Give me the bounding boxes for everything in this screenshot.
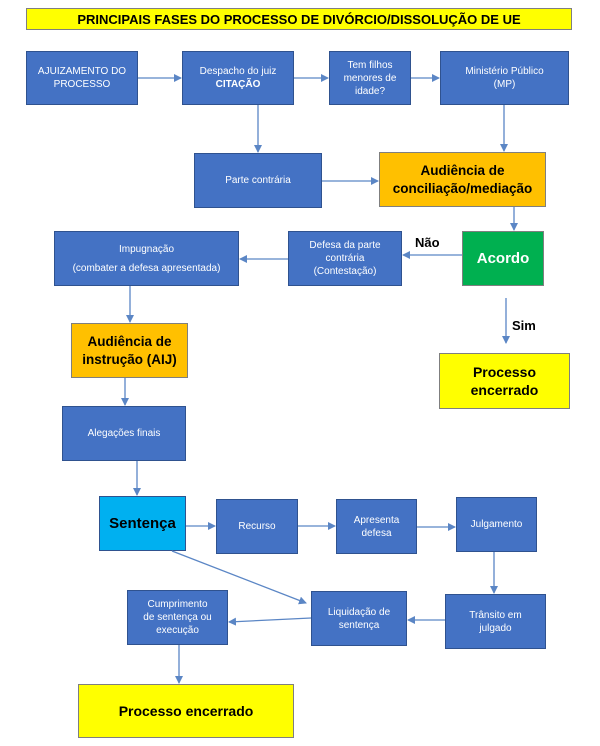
node-acordo: Acordo (462, 231, 544, 286)
node-apresenta-defesa-line1: Apresenta (353, 514, 400, 526)
node-liquidacao-line1: Liquidação de (327, 606, 391, 618)
node-defesa-line2: contrária (325, 253, 365, 264)
node-alegacoes-line1: Alegações finais (87, 428, 161, 439)
node-audiencia-conciliacao: Audiência de conciliação/mediação (379, 152, 546, 207)
node-mp-line2: (MP) (493, 79, 516, 90)
node-processo-encerrado-1: Processo encerrado (439, 353, 570, 409)
node-apresenta-defesa-line2: defesa (361, 527, 392, 539)
node-defesa: Defesa da parte contrária (Contestação) (288, 231, 402, 286)
node-sentenca-line1: Sentença (109, 514, 176, 532)
node-acordo-line1: Acordo (476, 249, 530, 267)
node-audiencia-conciliacao-line2: conciliação/mediação (392, 180, 533, 196)
node-audiencia-conciliacao-line1: Audiência de (420, 162, 505, 178)
node-ajuizamento-line2: PROCESSO (53, 79, 111, 90)
node-impugnacao-line2: (combater a defesa apresentada) (72, 262, 221, 274)
arrow-liquidacao-cumprimento (228, 617, 312, 626)
node-audiencia-instrucao-line2: instrução (AIJ) (82, 351, 177, 367)
node-processo-encerrado-2: Processo encerrado (78, 684, 294, 738)
node-cumprimento-line3: execução (156, 625, 199, 636)
node-parte-contraria: Parte contrária (194, 153, 322, 208)
node-transito: Trânsito em julgado (445, 594, 546, 649)
node-liquidacao-line2: sentença (338, 619, 380, 631)
node-alegacoes: Alegações finais (62, 406, 186, 461)
node-processo-encerrado-1-line2: encerrado (470, 382, 539, 398)
node-parte-contraria-line1: Parte contrária (225, 175, 291, 186)
node-despacho-line2: CITAÇÃO (215, 79, 261, 90)
node-mp-line1: Ministério Público (465, 66, 544, 77)
node-ajuizamento-line1: AJUIZAMENTO DO (37, 66, 127, 77)
node-sentenca: Sentença (99, 496, 186, 551)
node-recurso-line1: Recurso (238, 521, 276, 532)
node-mp: Ministério Público (MP) (440, 51, 569, 105)
node-audiencia-instrucao-line1: Audiência de (87, 333, 172, 349)
diagram-title: PRINCIPAIS FASES DO PROCESSO DE DIVÓRCIO… (26, 8, 572, 30)
node-transito-line2: julgado (479, 622, 512, 634)
node-apresenta-defesa: Apresenta defesa (336, 499, 417, 554)
edge-label-sim: Sim (512, 318, 536, 333)
node-defesa-line1: Defesa da parte (309, 240, 381, 251)
node-liquidacao: Liquidação de sentença (311, 591, 407, 646)
node-cumprimento-line2: de sentença ou (143, 612, 212, 623)
edge-label-nao: Não (415, 235, 440, 250)
node-recurso: Recurso (216, 499, 298, 554)
node-filhos: Tem filhos menores de idade? (329, 51, 411, 105)
node-cumprimento: Cumprimento de sentença ou execução (127, 590, 228, 645)
node-ajuizamento: AJUIZAMENTO DO PROCESSO (26, 51, 138, 105)
node-despacho-line1: Despacho do juiz (199, 66, 277, 77)
node-processo-encerrado-2-line1: Processo encerrado (118, 702, 254, 719)
node-filhos-line3: idade? (354, 85, 386, 97)
node-defesa-line3: (Contestação) (313, 266, 377, 277)
node-filhos-line1: Tem filhos (347, 59, 393, 71)
node-processo-encerrado-1-line1: Processo (472, 363, 537, 380)
node-cumprimento-line1: Cumprimento (147, 599, 208, 610)
node-julgamento-line1: Julgamento (470, 519, 523, 530)
node-filhos-line2: menores de (343, 72, 397, 84)
node-despacho: Despacho do juiz CITAÇÃO (182, 51, 294, 105)
node-impugnacao-line1: Impugnação (118, 243, 175, 255)
node-transito-line1: Trânsito em (469, 609, 522, 621)
node-audiencia-instrucao: Audiência de instrução (AIJ) (71, 323, 188, 378)
node-julgamento: Julgamento (456, 497, 537, 552)
arrow-sentenca-liquidacao (171, 550, 307, 605)
node-impugnacao: Impugnação (combater a defesa apresentad… (54, 231, 239, 286)
